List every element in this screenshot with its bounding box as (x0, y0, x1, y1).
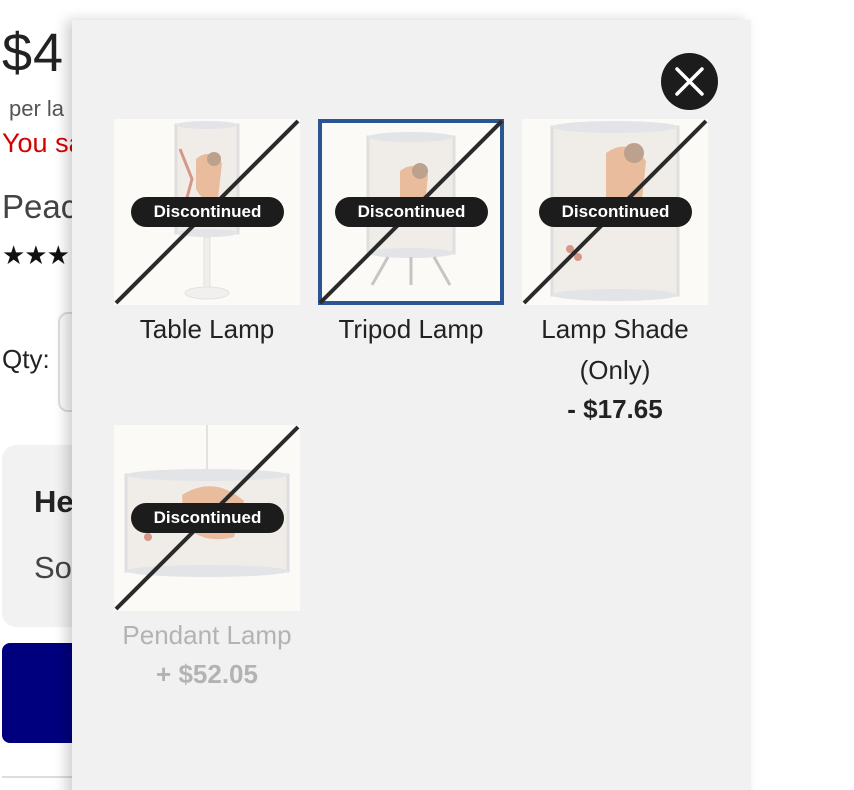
help-card-title: He (34, 484, 74, 519)
option-label: Lamp Shade (Only) (541, 314, 689, 385)
option-pendant-lamp[interactable]: Discontinued Pendant Lamp + $52.05 (114, 425, 300, 692)
discontinued-badge: Discontinued (131, 503, 284, 533)
option-label: Pendant Lamp (122, 620, 292, 650)
option-price-difference: - $17.65 (567, 394, 663, 424)
help-card-body: So (34, 550, 72, 585)
tripod-lamp-image (366, 132, 456, 286)
discontinued-badge: Discontinued (335, 197, 488, 227)
discontinued-badge: Discontinued (539, 197, 692, 227)
rating-stars[interactable]: ★★★ (2, 240, 70, 270)
discontinued-badge: Discontinued (131, 197, 284, 227)
option-thumbnail: Discontinued (522, 119, 708, 305)
price-unit-label: per la (9, 96, 65, 121)
option-thumbnail: Discontinued (114, 119, 300, 305)
option-label: Table Lamp (139, 314, 275, 344)
qty-label: Qty: (2, 344, 50, 374)
option-lamp-shade[interactable]: Discontinued Lamp Shade (Only) - $17.65 (522, 119, 708, 427)
close-icon (675, 67, 704, 96)
option-thumbnail: Discontinued (114, 425, 300, 611)
product-price: $4 (2, 23, 65, 83)
option-label: Tripod Lamp (338, 314, 484, 344)
savings-text: You sa (2, 128, 84, 158)
divider (2, 776, 122, 778)
close-button[interactable] (661, 53, 718, 110)
product-name: Peac (2, 188, 78, 225)
option-thumbnail: Discontinued (318, 119, 504, 305)
option-price-difference: + $52.05 (156, 659, 258, 689)
option-table-lamp[interactable]: Discontinued Table Lamp (114, 119, 300, 350)
option-tripod-lamp[interactable]: Discontinued Tripod Lamp (318, 119, 504, 350)
